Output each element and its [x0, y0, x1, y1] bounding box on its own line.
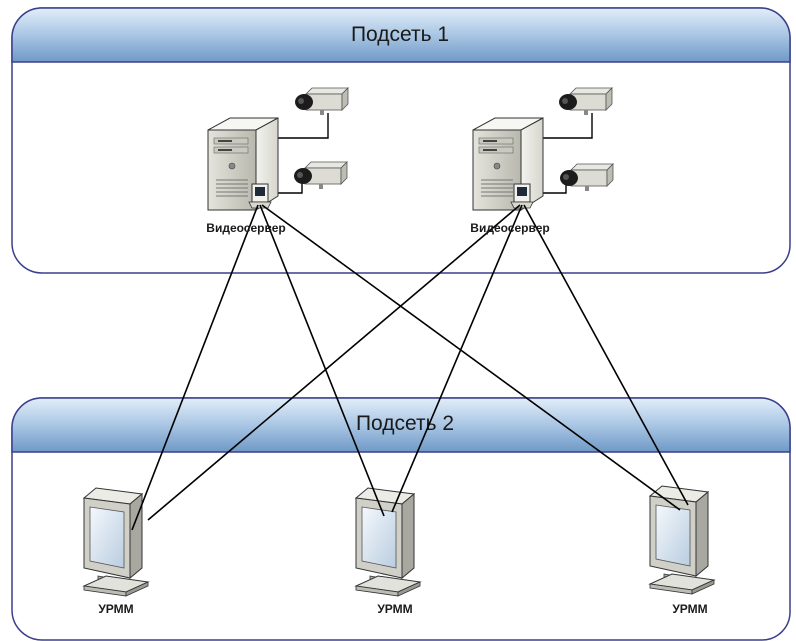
connection-line — [391, 204, 523, 513]
network-port-icon — [510, 183, 534, 209]
server-2-label: Видеосервер — [470, 221, 549, 235]
workstation-2-label: УРММ — [377, 602, 412, 616]
server-1-label: Видеосервер — [206, 221, 285, 235]
connection-line — [131, 204, 259, 531]
network-connections — [131, 204, 689, 531]
workstation-3-label: УРММ — [672, 602, 707, 616]
workstation-1-label: УРММ — [98, 602, 133, 616]
server-tower-icon — [472, 117, 544, 211]
subnet-1-title: Подсеть 1 — [351, 23, 449, 46]
connection-line — [523, 204, 689, 506]
connection-line — [261, 204, 681, 511]
connection-line — [259, 204, 385, 517]
network-port-icon — [248, 183, 272, 209]
subnet-1-panel: Подсеть 1 — [11, 7, 791, 274]
connection-line — [147, 204, 521, 521]
subnet-2-title: Подсеть 2 — [356, 412, 454, 435]
camera-links — [278, 113, 593, 194]
